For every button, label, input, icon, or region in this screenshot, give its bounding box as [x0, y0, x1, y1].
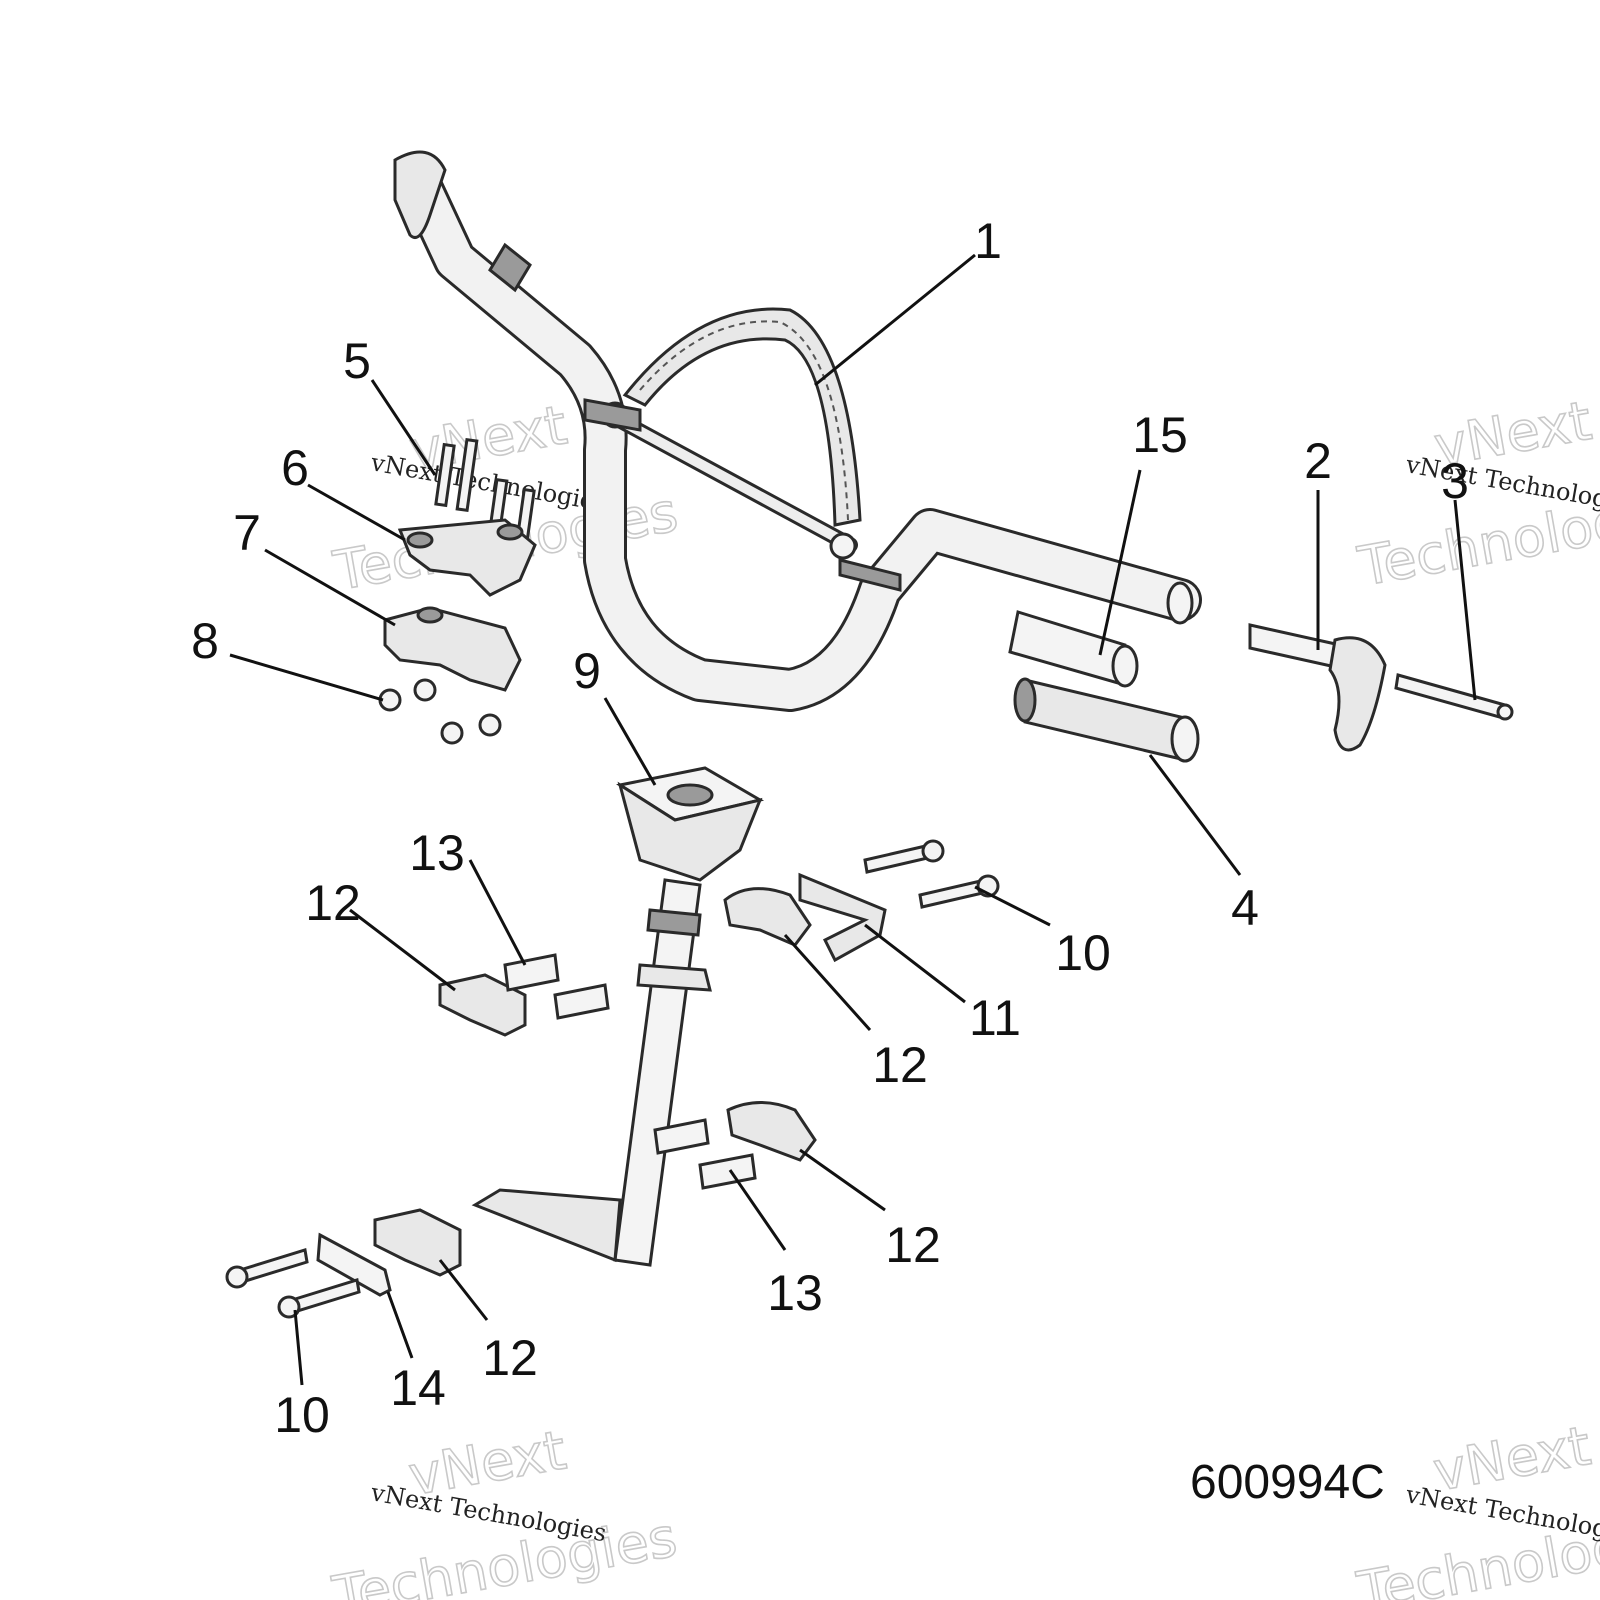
- diagram-id: 600994C: [1190, 1456, 1385, 1509]
- callout-10-left: 10: [274, 1387, 330, 1443]
- callout-12-right-lower: 12: [885, 1217, 941, 1273]
- bracket-plate: [798, 872, 887, 963]
- pin: [1394, 673, 1514, 721]
- callout-10-right: 10: [1055, 925, 1111, 981]
- callout-15: 15: [1132, 407, 1188, 463]
- callout-13-lower: 13: [767, 1265, 823, 1321]
- callout-3: 3: [1441, 453, 1469, 509]
- nuts: [378, 678, 502, 745]
- leader-lines: [229, 253, 1477, 1386]
- callout-2: 2: [1304, 433, 1332, 489]
- upper-clamp: [397, 518, 537, 597]
- bolts-right: [863, 839, 1000, 909]
- callout-labels: 1 2 3 4 5 6 7 8 9 10 10 11 12 12 12 12 1…: [191, 213, 1469, 1443]
- callout-12-right-upper: 12: [872, 1037, 928, 1093]
- handlebar: [393, 150, 1202, 712]
- callout-11: 11: [969, 990, 1021, 1046]
- callout-4: 4: [1231, 880, 1259, 936]
- clamp-left-lower: [373, 1208, 462, 1277]
- lower-clamp: [383, 606, 522, 692]
- callout-8: 8: [191, 613, 219, 669]
- bushings-lower: [653, 1118, 757, 1190]
- callout-9: 9: [573, 643, 601, 699]
- callout-12-left-lower: 12: [482, 1330, 538, 1386]
- callout-5: 5: [343, 333, 371, 389]
- callout-1: 1: [974, 213, 1002, 269]
- clamp-right-upper: [723, 887, 812, 947]
- callout-14: 14: [390, 1360, 446, 1416]
- throttle-lever: [1248, 623, 1387, 752]
- callout-6: 6: [281, 440, 309, 496]
- callout-13-upper: 13: [409, 825, 465, 881]
- callout-7: 7: [233, 505, 261, 561]
- steering-post: [471, 766, 765, 1267]
- sleeve: [1008, 610, 1139, 688]
- link-plate: [316, 1232, 392, 1297]
- bushings-upper: [503, 953, 610, 1020]
- clamp-right-lower: [726, 1101, 817, 1162]
- callout-12-left-upper: 12: [305, 875, 361, 931]
- clamp-left-upper: [438, 973, 527, 1037]
- grip: [1013, 677, 1200, 763]
